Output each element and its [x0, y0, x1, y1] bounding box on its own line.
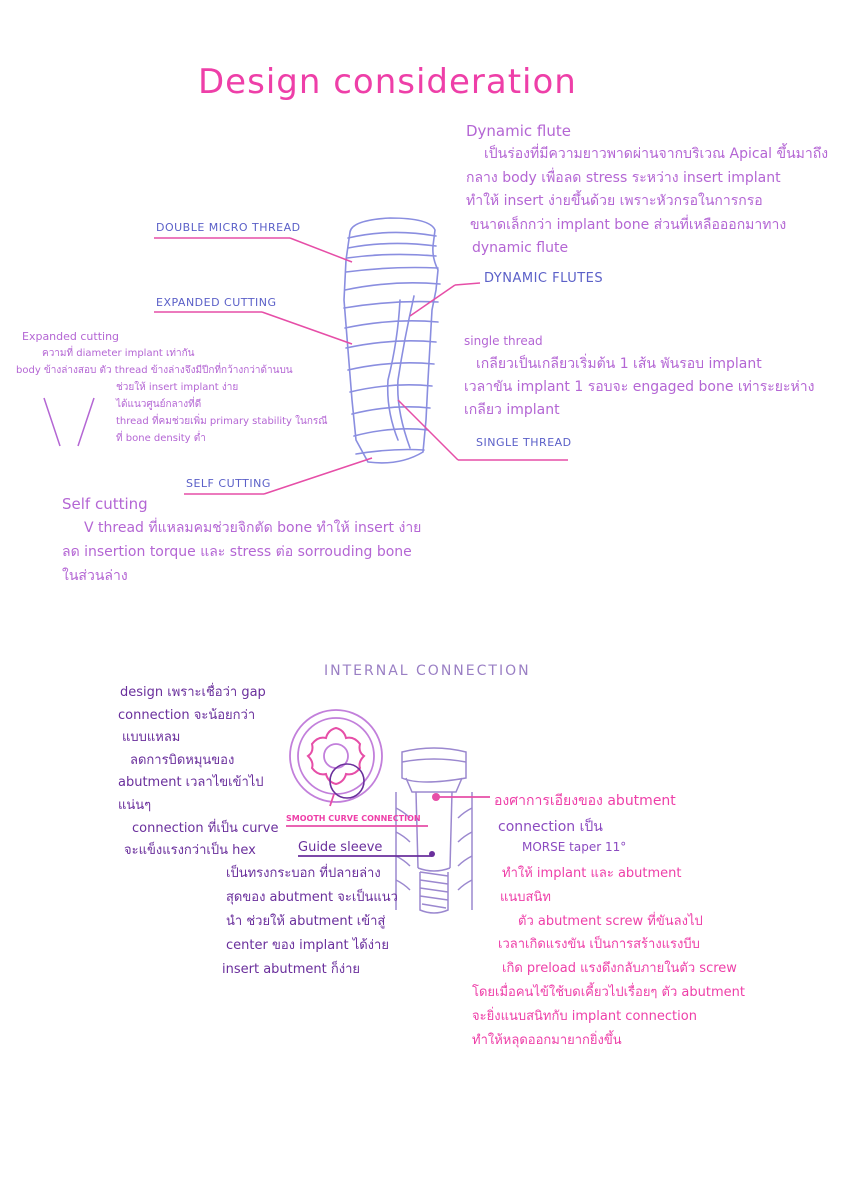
label-expanded-cutting: EXPANDED CUTTING	[156, 296, 277, 309]
expanded-cutting-line: ที่ bone density ต่ำ	[116, 433, 206, 444]
connection-right-line: ทำให้ implant และ abutment	[502, 866, 682, 881]
guide-sleeve-line: insert abutment ก็ง่าย	[222, 962, 361, 977]
connection-right-line: โดยเมื่อคนไข้ใช้บดเคี้ยวไปเรื่อยๆ ตัว ab…	[472, 984, 745, 1000]
self-cutting-heading: Self cutting	[62, 495, 148, 513]
connection-right-line: เวลาเกิดแรงขัน เป็นการสร้างแรงบีบ	[498, 937, 700, 953]
expanded-cutting-line: ช่วยให้ insert implant ง่าย	[116, 382, 239, 393]
single-thread-note: single thread เกลียวเป็นเกลียวเริ่มต้น 1…	[464, 330, 814, 422]
label-smooth-curve-connection: SMOOTH CURVE CONNECTION	[286, 814, 421, 823]
single-thread-line: เกลียว implant	[464, 402, 560, 418]
connection-right-line: จะยิ่งแนบสนิทกับ implant connection	[472, 1008, 697, 1024]
implant-leader-lines	[154, 237, 568, 495]
guide-sleeve-line: center ของ implant ได้ง่าย	[226, 938, 389, 953]
expanded-cutting-note: Expanded cutting ความที่ diameter implan…	[16, 328, 328, 447]
single-thread-line: เวลาขัน implant 1 รอบจะ engaged bone เท่…	[464, 379, 815, 395]
connection-left-line: แบบแหลม	[122, 730, 181, 746]
connection-left-line: ลดการบิดหมุนของ	[130, 752, 235, 768]
dynamic-flute-note: Dynamic flute เป็นร่องที่มีความยาวพาดผ่า…	[466, 120, 828, 260]
connection-side-view	[395, 747, 473, 914]
dynamic-flute-line: กลาง body เพื่อลด stress ระหว่าง insert …	[466, 169, 781, 186]
expanded-cutting-line: thread ที่คมช่วยเพิ่ม primary stability …	[116, 416, 328, 427]
connection-right-line: ทำให้หลุดออกมายากยิ่งขึ้น	[472, 1032, 622, 1048]
label-single-thread: SINGLE THREAD	[476, 436, 572, 449]
connection-right-line: ตัว abutment screw ที่ขันลงไป	[518, 913, 703, 929]
expanded-cutting-heading: Expanded cutting	[22, 330, 120, 343]
connection-left-line: design เพราะเชื่อว่า gap	[120, 685, 266, 700]
marker-dot	[432, 793, 440, 801]
implant-illustration	[343, 217, 441, 464]
label-double-micro-thread: DOUBLE MICRO THREAD	[156, 221, 301, 234]
dynamic-flute-heading: Dynamic flute	[466, 122, 571, 140]
connection-right-line: แนบสนิท	[500, 889, 551, 905]
connection-left-note: design เพราะเชื่อว่า gap connection จะน้…	[118, 682, 278, 863]
label-dynamic-flutes: DYNAMIC FLUTES	[484, 271, 604, 286]
connection-left-line: แน่นๆ	[118, 797, 152, 813]
expanded-cutting-line: ความที่ diameter implant เท่ากัน	[42, 348, 195, 359]
expanded-cutting-line: body ข้างล่างสอบ ตัว thread ข้างล่างจึงม…	[16, 365, 293, 376]
self-cutting-line: ลด insertion torque และ stress ต่อ sorro…	[62, 544, 412, 560]
connection-top-view	[289, 709, 383, 803]
single-thread-heading: single thread	[464, 334, 543, 348]
single-thread-line: เกลียวเป็นเกลียวเริ่มต้น 1 เส้น พันรอบ i…	[476, 356, 762, 372]
internal-connection-heading: INTERNAL CONNECTION	[324, 663, 531, 679]
self-cutting-line: V thread ที่แหลมคมช่วยจิกตัด bone ทำให้ …	[84, 520, 422, 536]
label-self-cutting: SELF CUTTING	[186, 477, 271, 490]
connection-left-line: abutment เวลาไขเข้าไป	[118, 775, 264, 791]
morse-taper-line: connection เป็น	[498, 819, 603, 835]
guide-sleeve-line: นำ ช่วยให้ abutment เข้าสู่	[226, 914, 386, 929]
self-cutting-line: ในส่วนล่าง	[62, 568, 128, 584]
connection-left-line: connection จะน้อยกว่า	[118, 707, 256, 723]
dynamic-flute-line: เป็นร่องที่มีความยาวพาดผ่านจากบริเวณ Api…	[484, 146, 829, 163]
self-cutting-note: Self cutting V thread ที่แหลมคมช่วยจิกตั…	[62, 492, 421, 588]
connection-right-line: เกิด preload แรงดึงกลับภายในตัว screw	[502, 961, 737, 977]
morse-taper-line: MORSE taper 11°	[522, 840, 627, 854]
connection-left-line: จะแข็งแรงกว่าเป็น hex	[124, 843, 256, 859]
guide-sleeve-line: เป็นทรงกระบอก ที่ปลายล่าง	[226, 866, 381, 881]
connection-left-line: connection ที่เป็น curve	[132, 820, 279, 836]
label-guide-sleeve: Guide sleeve	[298, 840, 383, 855]
guide-sleeve-line: สุดของ abutment จะเป็นแนว	[226, 890, 398, 905]
connection-right-note: ทำให้ implant และ abutment แนบสนิท ตัว a…	[472, 862, 745, 1052]
dynamic-flute-line: dynamic flute	[472, 240, 569, 257]
page-title: Design consideration	[198, 62, 577, 102]
marker-dot	[429, 851, 435, 857]
guide-sleeve-note: เป็นทรงกระบอก ที่ปลายล่าง สุดของ abutmen…	[222, 862, 398, 982]
connection-leader-lines	[286, 793, 490, 857]
dynamic-flute-line: ทำให้ insert ง่ายขึ้นด้วย เพราะหัวกรอในก…	[466, 193, 763, 210]
dynamic-flute-line: ขนาดเล็กกว่า implant bone ส่วนที่เหลือออ…	[470, 216, 787, 233]
abutment-angle-line: องศาการเอียงของ abutment	[494, 793, 676, 809]
expanded-cutting-line: ได้แนวศูนย์กลางที่ดี	[116, 399, 202, 410]
v-marks	[43, 397, 95, 447]
